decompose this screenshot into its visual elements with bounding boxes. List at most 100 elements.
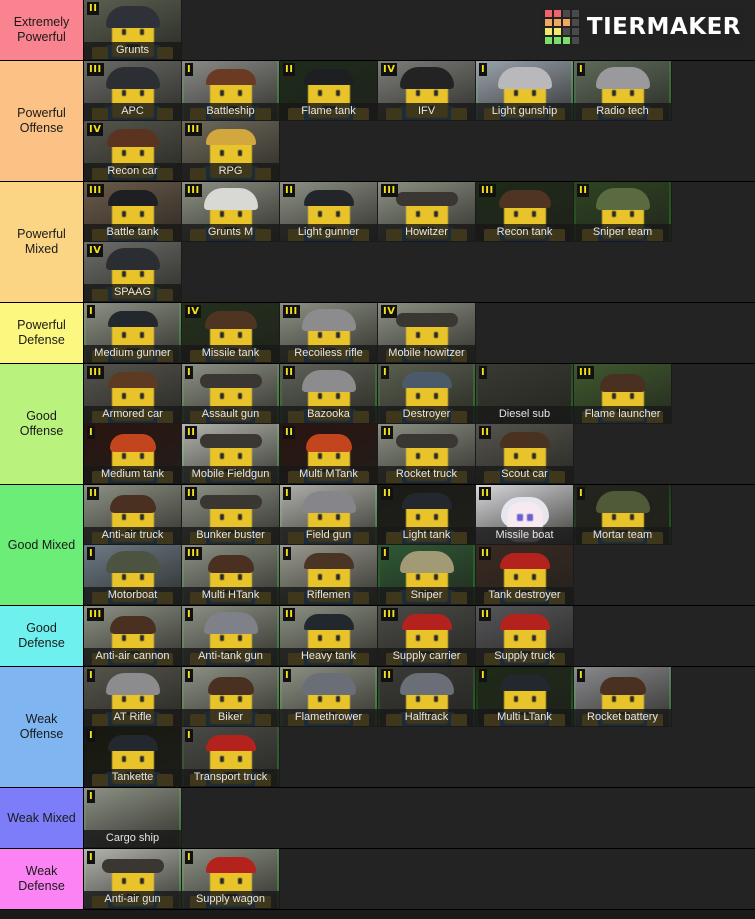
tier-label[interactable]: Powerful Defense (0, 303, 84, 363)
tier-item-card[interactable]: II Rocket truck (378, 424, 476, 484)
tier-item-label: Supply truck (476, 648, 573, 665)
tier-label[interactable]: Good Mixed (0, 485, 84, 605)
tier-item-label: Missile tank (182, 345, 279, 362)
rank-badge: III (283, 305, 300, 318)
logo-grid-icon (544, 10, 579, 44)
tier-label[interactable]: Weak Mixed (0, 788, 84, 848)
rank-badge: III (87, 608, 104, 621)
rank-badge: I (381, 366, 390, 379)
tier-item-label: Rocket truck (378, 466, 475, 483)
tier-label[interactable]: Powerful Mixed (0, 182, 84, 302)
tiermaker-logo[interactable]: TIERMAKER (540, 8, 745, 46)
tier-label[interactable]: Powerful Offense (0, 61, 84, 181)
tier-label[interactable]: Weak Offense (0, 667, 84, 787)
tier-label[interactable]: Good Offense (0, 364, 84, 484)
tier-item-label: Halftrack (378, 709, 475, 726)
logo-cell (544, 19, 552, 26)
tier-item-label: Rocket battery (574, 709, 671, 726)
rank-badge: I (283, 487, 292, 500)
rank-badge: III (381, 608, 398, 621)
tier-item-label: Flame launcher (574, 406, 671, 423)
logo-cell (571, 19, 579, 26)
tier-label[interactable]: Extremely Powerful (0, 0, 84, 60)
logo-cell (562, 19, 570, 26)
rank-badge: II (577, 184, 590, 197)
tier-label[interactable]: Weak Defense (0, 849, 84, 909)
tier-label[interactable]: Good Defense (0, 606, 84, 666)
rank-badge: II (283, 426, 296, 439)
logo-cell (553, 37, 561, 44)
tier-item-label: Radio tech (574, 103, 671, 120)
rank-badge: II (381, 426, 394, 439)
